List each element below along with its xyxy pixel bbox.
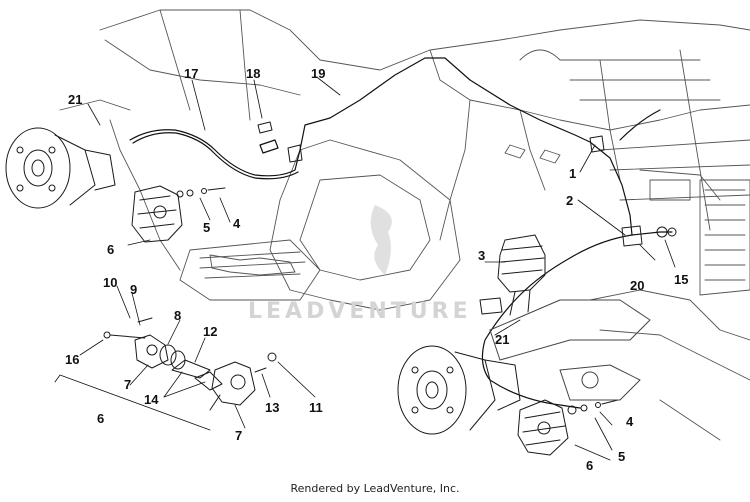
callout-21: 21	[68, 92, 82, 107]
callout-17: 17	[184, 66, 198, 81]
callout-4-left: 4	[233, 216, 241, 231]
callout-16: 16	[65, 352, 79, 367]
callout-5-right: 5	[618, 449, 625, 464]
callout-20: 20	[630, 278, 644, 293]
callout-5-left: 5	[203, 220, 210, 235]
watermark-text: LEADVENTURE	[248, 299, 472, 324]
callout-11: 11	[309, 400, 323, 415]
left-wheel-hub	[5, 127, 116, 209]
leadventure-watermark: LEADVENTURE	[248, 205, 472, 324]
shock-absorber	[479, 234, 546, 316]
callout-15: 15	[674, 272, 688, 287]
right-caliper	[517, 399, 619, 456]
callout-numbers: 21 17 18 19 1 2 3 20 15 21 5 4 6 10 9 8 …	[65, 66, 688, 473]
callout-21-right: 21	[495, 332, 509, 347]
brake-lines	[129, 57, 673, 409]
callout-1: 1	[569, 166, 576, 181]
callout-18: 18	[246, 66, 260, 81]
callout-6-left: 6	[107, 242, 114, 257]
callout-4-right: 4	[626, 414, 634, 429]
line-fittings	[257, 121, 677, 247]
footer-credit: Rendered by LeadVenture, Inc.	[290, 482, 460, 495]
caliper-exploded-view	[103, 317, 277, 411]
left-caliper	[131, 185, 226, 243]
callout-10: 10	[103, 275, 117, 290]
callout-7-right: 7	[235, 428, 242, 443]
callout-14: 14	[144, 392, 159, 407]
callout-2: 2	[566, 193, 573, 208]
vehicle-frame	[59, 9, 750, 441]
control-arm	[489, 299, 651, 401]
callout-7-left: 7	[124, 377, 131, 392]
callout-19: 19	[311, 66, 325, 81]
callout-3: 3	[478, 248, 485, 263]
callout-12: 12	[203, 324, 217, 339]
callout-13: 13	[265, 400, 279, 415]
right-wheel-hub	[397, 345, 521, 435]
leader-lines	[54, 77, 676, 461]
callout-6-group: 6	[97, 411, 104, 426]
callout-8: 8	[174, 308, 181, 323]
callout-6-right: 6	[586, 458, 593, 473]
callout-9: 9	[130, 282, 137, 297]
